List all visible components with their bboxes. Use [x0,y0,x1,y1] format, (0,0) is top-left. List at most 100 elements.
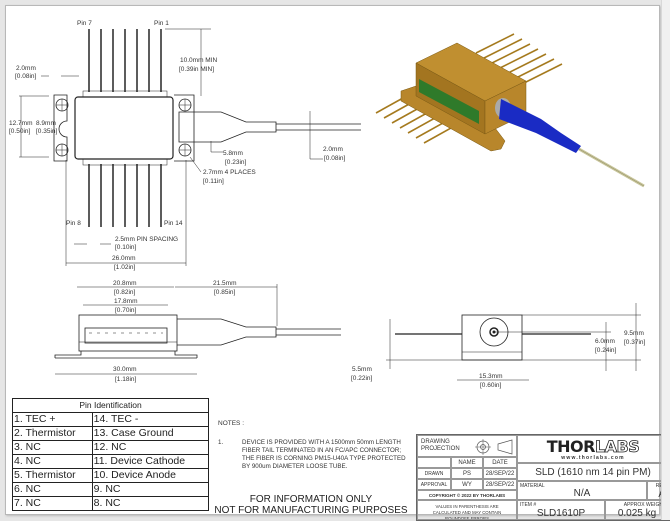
third-angle-projection-icon [475,439,513,455]
dim-total-height-in: [0.37in] [624,339,646,346]
fiber-boot [178,111,277,143]
isometric-render [375,33,645,188]
logo-thor: THOR [546,437,596,456]
technical-drawing: Pin 7 Pin 1 Pin 8 Pin 14 10.0mm MIN [0.3… [9,20,646,389]
pin7-label: Pin 7 [77,20,92,27]
pin1-label: Pin 1 [154,20,169,27]
item-cell: ITEM # SLD1610P [517,500,605,520]
top-view: Pin 7 Pin 1 Pin 8 Pin 14 10.0mm MIN [0.3… [9,20,361,271]
pin-left: 4. NC [12,454,93,469]
material-label: MATERIAL [520,483,545,489]
item-label: ITEM # [520,502,537,508]
projection-cell: DRAWING PROJECTION [417,435,517,457]
blank-header [417,457,451,468]
values-note: VALUES IN PARENTHESIS ARE CALCULATED AND… [417,500,517,520]
dim-height: 12.7mm [9,120,32,127]
pin-left: 1. TEC + [12,412,93,427]
weight-label: APPROX WEIGHT [623,502,666,508]
dim-center-height: 6.0mm [595,338,615,345]
dim-pin-length: 10.0mm MIN [180,57,218,64]
dim-pin-height-in: [0.22in] [351,375,373,382]
dim-boot-diameter-in: [0.23in] [225,159,247,166]
copyright: COPYRIGHT © 2022 BY THORLABS [417,490,517,500]
dim-base-length-in: [1.18in] [115,376,137,383]
approval-name: WY [451,479,483,490]
title-block: DRAWING PROJECTION NAME DATE DRAWN PS 28… [416,434,670,521]
pin-right: 9. NC [91,482,210,497]
dim-body-length: 20.8mm [113,280,136,287]
drawing-sheet: Pin 7 Pin 1 Pin 8 Pin 14 10.0mm MIN [0.3… [5,5,670,521]
drawn-name: PS [451,468,483,479]
dim-body-length-in: [0.82in] [114,289,136,296]
pin-right: 10. Device Anode [91,468,210,483]
approval-date: 28/SEP/22 [483,479,517,490]
dim-hole-diameter-in: [0.11in] [203,178,224,185]
dim-height-in: [0.50in] [9,128,31,135]
dim-boot-diameter: 5.8mm [223,150,243,157]
dim-window-length: 17.8mm [114,298,137,305]
scrollbar[interactable] [661,0,670,520]
flange-left [53,94,68,162]
pin-left: 7. NC [12,496,93,511]
material-value: N/A [573,488,591,499]
dim-center-height-in: [0.24in] [595,347,617,354]
side-body [78,314,178,352]
date-header: DATE [483,457,517,468]
dim-hole-diameter: 2.7mm 4 PLACES [203,169,256,176]
package-body [74,96,174,160]
pin-left: 6. NC [12,482,93,497]
weight-cell: APPROX WEIGHT 0.025 kg [605,500,669,520]
pin-right: 11. Device Cathode [91,454,210,469]
pins-bottom [88,164,162,227]
dim-hole-pitch: 8.9mm [36,120,56,127]
item-number: SLD1610P [536,508,586,519]
logo-cell: THORLABS www.thorlabs.com [517,435,669,463]
dim-boot-length: 21.5mm [213,280,236,287]
dim-end-width-in: [0.60in] [480,382,502,389]
dim-pin-length-in: [0.39in MIN] [179,66,214,73]
note-number: 1. [218,439,224,446]
dim-hole-pitch-in: [0.35in] [36,128,58,135]
pin-table-title: Pin Identification [12,398,209,413]
disclaimer-line1: FOR INFORMATION ONLY [249,494,373,505]
flange-right [174,94,195,162]
end-body [461,314,523,361]
dim-window-length-in: [0.70in] [115,307,137,314]
side-boot [177,318,277,346]
pin-right: 12. NC [91,440,210,455]
dim-boot-length-in: [0.85in] [214,289,236,296]
pin-right: 8. NC [91,496,210,511]
pin-left: 5. Thermistor [12,468,93,483]
thorlabs-logo: THORLABS [518,437,668,456]
name-header: NAME [451,457,483,468]
pin-table-row: 1. TEC +14. TEC - [12,412,210,427]
drawn-label: DRAWN [417,468,451,479]
pin8-label: Pin 8 [66,220,81,227]
approval-label: APPROVAL [417,479,451,490]
pins-top [88,29,162,92]
dim-fiber-diameter-in: [0.08in] [324,155,346,162]
dim-fiber-diameter: 2.0mm [323,146,343,153]
part-description: SLD (1610 nm 14 pin PM) [517,463,669,481]
note-text: DEVICE IS PROVIDED WITH A 1500mm 50mm LE… [242,439,406,470]
pin-left: 2. Thermistor [12,426,93,441]
drawn-date: 28/SEP/22 [483,468,517,479]
dim-base-length: 30.0mm [113,366,136,373]
side-base [54,351,198,359]
side-view: 20.8mm [0.82in] 17.8mm [0.70in] 21.5mm [… [54,280,341,383]
dim-hole-offset: 2.0mm [16,65,36,72]
dim-total-height: 9.5mm [624,330,644,337]
dim-pin-height: 5.5mm [352,366,372,373]
disclaimer: FOR INFORMATION ONLY NOT FOR MANUFACTURI… [211,494,411,516]
end-view: 5.5mm [0.22in] 6.0mm [0.24in] 9.5mm [0.3… [351,303,646,389]
mounting-holes [55,98,192,157]
dim-hole-offset-in: [0.08in] [15,73,37,80]
pin14-label: Pin 14 [164,220,183,227]
projection-label: DRAWING PROJECTION [421,439,460,452]
dim-width: 26.0mm [112,255,135,262]
dim-pin-spacing: 2.5mm PIN SPACING [115,236,178,243]
pin-right: 13. Case Ground [91,426,210,441]
